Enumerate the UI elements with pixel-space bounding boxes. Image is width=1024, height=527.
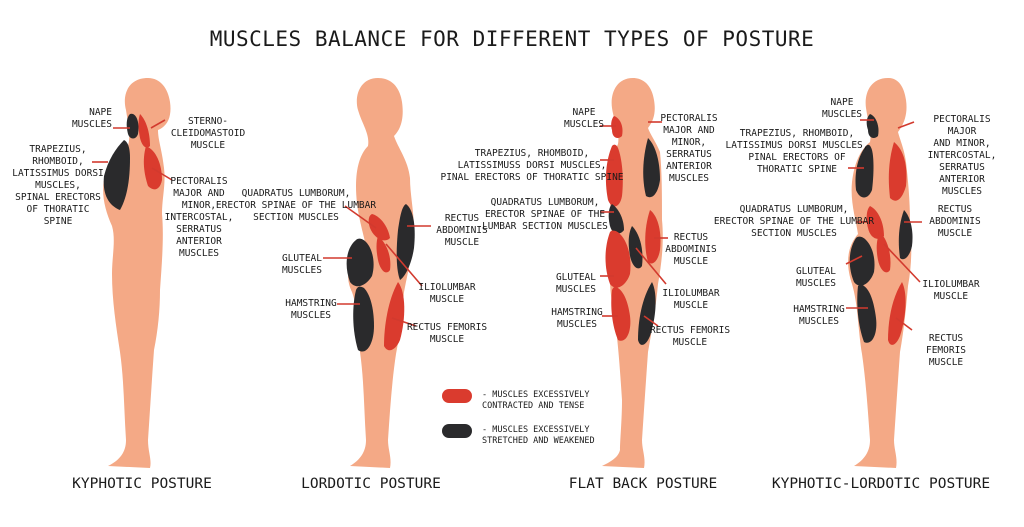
- label-rectus-femoris: RECTUS FEMORIS MUSCLE: [649, 325, 731, 348]
- gluteal-muscle: [849, 236, 875, 286]
- label-gluteal: GLUTEAL MUSCLES: [281, 253, 322, 276]
- body-silhouette: [348, 78, 414, 468]
- upper-back-muscle: [855, 144, 874, 198]
- quadriceps-muscle: [638, 282, 656, 345]
- label-nape: NAPE MUSCLES: [563, 107, 605, 130]
- label-gluteal: GLUTEAL MUSCLES: [555, 272, 596, 295]
- label-nape: NAPE MUSCLES: [71, 107, 112, 130]
- label-iliolumbar: ILIOLUMBAR MUSCLE: [418, 282, 476, 305]
- hamstring-muscle: [611, 286, 631, 341]
- caption-kyphotic-lordotic: KYPHOTIC-LORDOTIC POSTURE: [771, 476, 991, 492]
- figure-flat-back: [600, 78, 668, 468]
- legend-text-stretched: - MUSCLES EXCESSIVELY STRETCHED AND WEAK…: [482, 425, 595, 446]
- label-pectoralis: PECTORALIS MAJOR AND MINOR, INTERCOSTAL,…: [927, 114, 997, 197]
- iliopsoas-muscle: [876, 232, 891, 273]
- label-rectus-abdominis: RECTUS ABDOMINIS MUSCLE: [929, 204, 981, 239]
- label-trapezius: TRAPEZIUS, RHOMBOID, LATISSIMUS DORSI MU…: [725, 128, 869, 175]
- lumbar-muscle: [866, 206, 884, 239]
- caption-lordotic: LORDOTIC POSTURE: [301, 476, 441, 492]
- figure-kyphotic-lordotic: [845, 78, 922, 468]
- label-gluteal: GLUTEAL MUSCLES: [795, 266, 836, 289]
- label-rectus-abdominis: RECTUS ABDOMINIS MUSCLE: [665, 232, 717, 267]
- quadriceps-muscle: [384, 282, 405, 351]
- label-sternocleidomastoid: STERNO- CLEIDOMASTOID MUSCLE: [170, 116, 246, 151]
- quadriceps-muscle: [888, 282, 906, 345]
- label-rectus-abdominis: RECTUS ABDOMINIS MUSCLE: [436, 213, 488, 248]
- legend-text-contracted: - MUSCLES EXCESSIVELY CONTRACTED AND TEN…: [482, 390, 590, 411]
- sternocleidomastoid-muscle: [138, 114, 150, 148]
- label-trapezius: TRAPEZIUS, RHOMBOID, LATISSIMUSS DORSI M…: [440, 148, 624, 183]
- hamstring-muscle: [857, 284, 877, 343]
- gluteal-muscle: [346, 238, 374, 287]
- label-trapezius: TRAPEZIUS, RHOMBOID, LATISSIMUS DORSI MU…: [12, 144, 104, 227]
- chest-muscle: [643, 138, 660, 198]
- label-iliolumbar: ILIOLUMBAR MUSCLE: [662, 288, 720, 311]
- nape-muscle: [611, 116, 623, 138]
- nape-muscle: [126, 113, 139, 139]
- iliopsoas-muscle: [376, 236, 391, 273]
- label-pectoralis: PECTORALIS MAJOR AND MINOR, SERRATUS ANT…: [660, 113, 718, 184]
- lumbar-muscle: [368, 214, 390, 241]
- label-iliolumbar: ILIOLUMBAR MUSCLE: [922, 279, 980, 302]
- hamstring-muscle: [353, 286, 374, 352]
- abdominal-muscle: [645, 210, 661, 264]
- label-pectoralis: PECTORALIS MAJOR AND MINOR, INTERCOSTAL,…: [164, 176, 234, 259]
- legend-swatch-stretched: [442, 424, 472, 438]
- figure-lordotic: [323, 78, 431, 468]
- iliopsoas-muscle: [628, 226, 643, 269]
- body-silhouette: [103, 78, 171, 468]
- legend-swatch-contracted: [442, 389, 472, 403]
- caption-flat-back: FLAT BACK POSTURE: [568, 476, 718, 492]
- label-hamstring: HAMSTRING MUSCLES: [793, 304, 845, 327]
- label-nape: NAPE MUSCLES: [821, 97, 863, 120]
- label-quadratus: QUADRATUS LUMBORUM, ERECTOR SPINAE OF TH…: [713, 204, 875, 239]
- chest-muscle: [888, 142, 907, 201]
- label-hamstring: HAMSTRING MUSCLES: [551, 307, 603, 330]
- caption-kyphotic: KYPHOTIC POSTURE: [72, 476, 212, 492]
- figure-kyphotic: [92, 78, 173, 468]
- label-quadratus: QUADRATUS LUMBORUM, ERECTOR SPINAE OF TH…: [215, 188, 377, 223]
- label-quadratus: QUADRATUS LUMBORUM, ERECTOR SPINAE OF TH…: [482, 197, 608, 232]
- label-rectus-femoris: RECTUS FEMORIS MUSCLE: [925, 333, 967, 368]
- diagram-title: MUSCLES BALANCE FOR DIFFERENT TYPES OF P…: [209, 27, 815, 51]
- upper-back-muscle: [103, 140, 130, 210]
- label-rectus-femoris: RECTUS FEMORIS MUSCLE: [406, 322, 488, 345]
- label-hamstring: HAMSTRING MUSCLES: [285, 298, 337, 321]
- gluteal-muscle: [605, 230, 631, 288]
